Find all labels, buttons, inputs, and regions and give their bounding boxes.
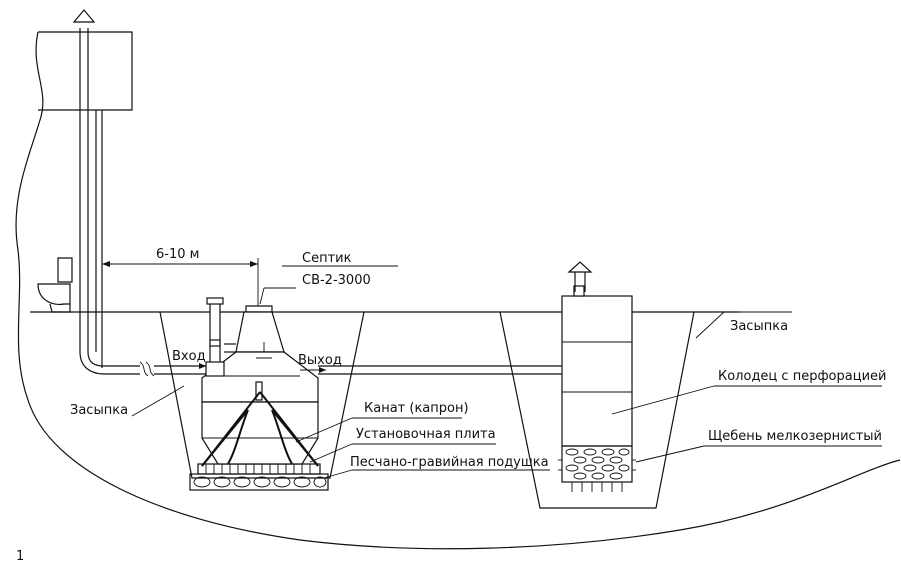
pipe-break-mark [139,361,155,377]
septic-title-label: Септик [302,251,352,266]
rope-label: Канат (капрон) [364,401,469,416]
inlet-label: Вход [172,349,206,364]
distance-label: 6-10 м [156,247,199,262]
ropes [201,391,319,467]
septic-pit [159,311,365,479]
outlet-pipe [318,365,562,375]
corner-mark: 1 [16,549,24,564]
house-outlet-pipe [79,351,140,375]
inlet-riser [205,297,236,377]
crushed-stone-label: Щебень мелкозернистый [708,429,882,444]
outlet-label: Выход [298,353,342,368]
septic-tank [201,305,319,465]
leader-lines [131,265,882,479]
soil-boundary-left [15,31,901,550]
crushed-stone [558,445,636,492]
house-wall [38,31,133,111]
flow-arrows [172,363,326,373]
vent-riser [72,9,103,368]
gravel-cushion-label: Песчано-гравийная подушка [350,455,549,470]
distance-dimension [102,258,259,306]
plate-label: Установочная плита [356,427,496,442]
well-pit [499,311,695,509]
perforated-well [561,285,633,447]
installation-plate [197,463,321,475]
septic-model-label: СВ-2-3000 [302,273,371,288]
gravel-cushion [189,473,329,491]
backfill-right-label: Засыпка [730,319,788,334]
backfill-left-label: Засыпка [70,403,128,418]
toilet-icon [37,257,73,313]
well-vent-cap [567,261,593,292]
well-label: Колодец с перфорацией [718,369,886,384]
